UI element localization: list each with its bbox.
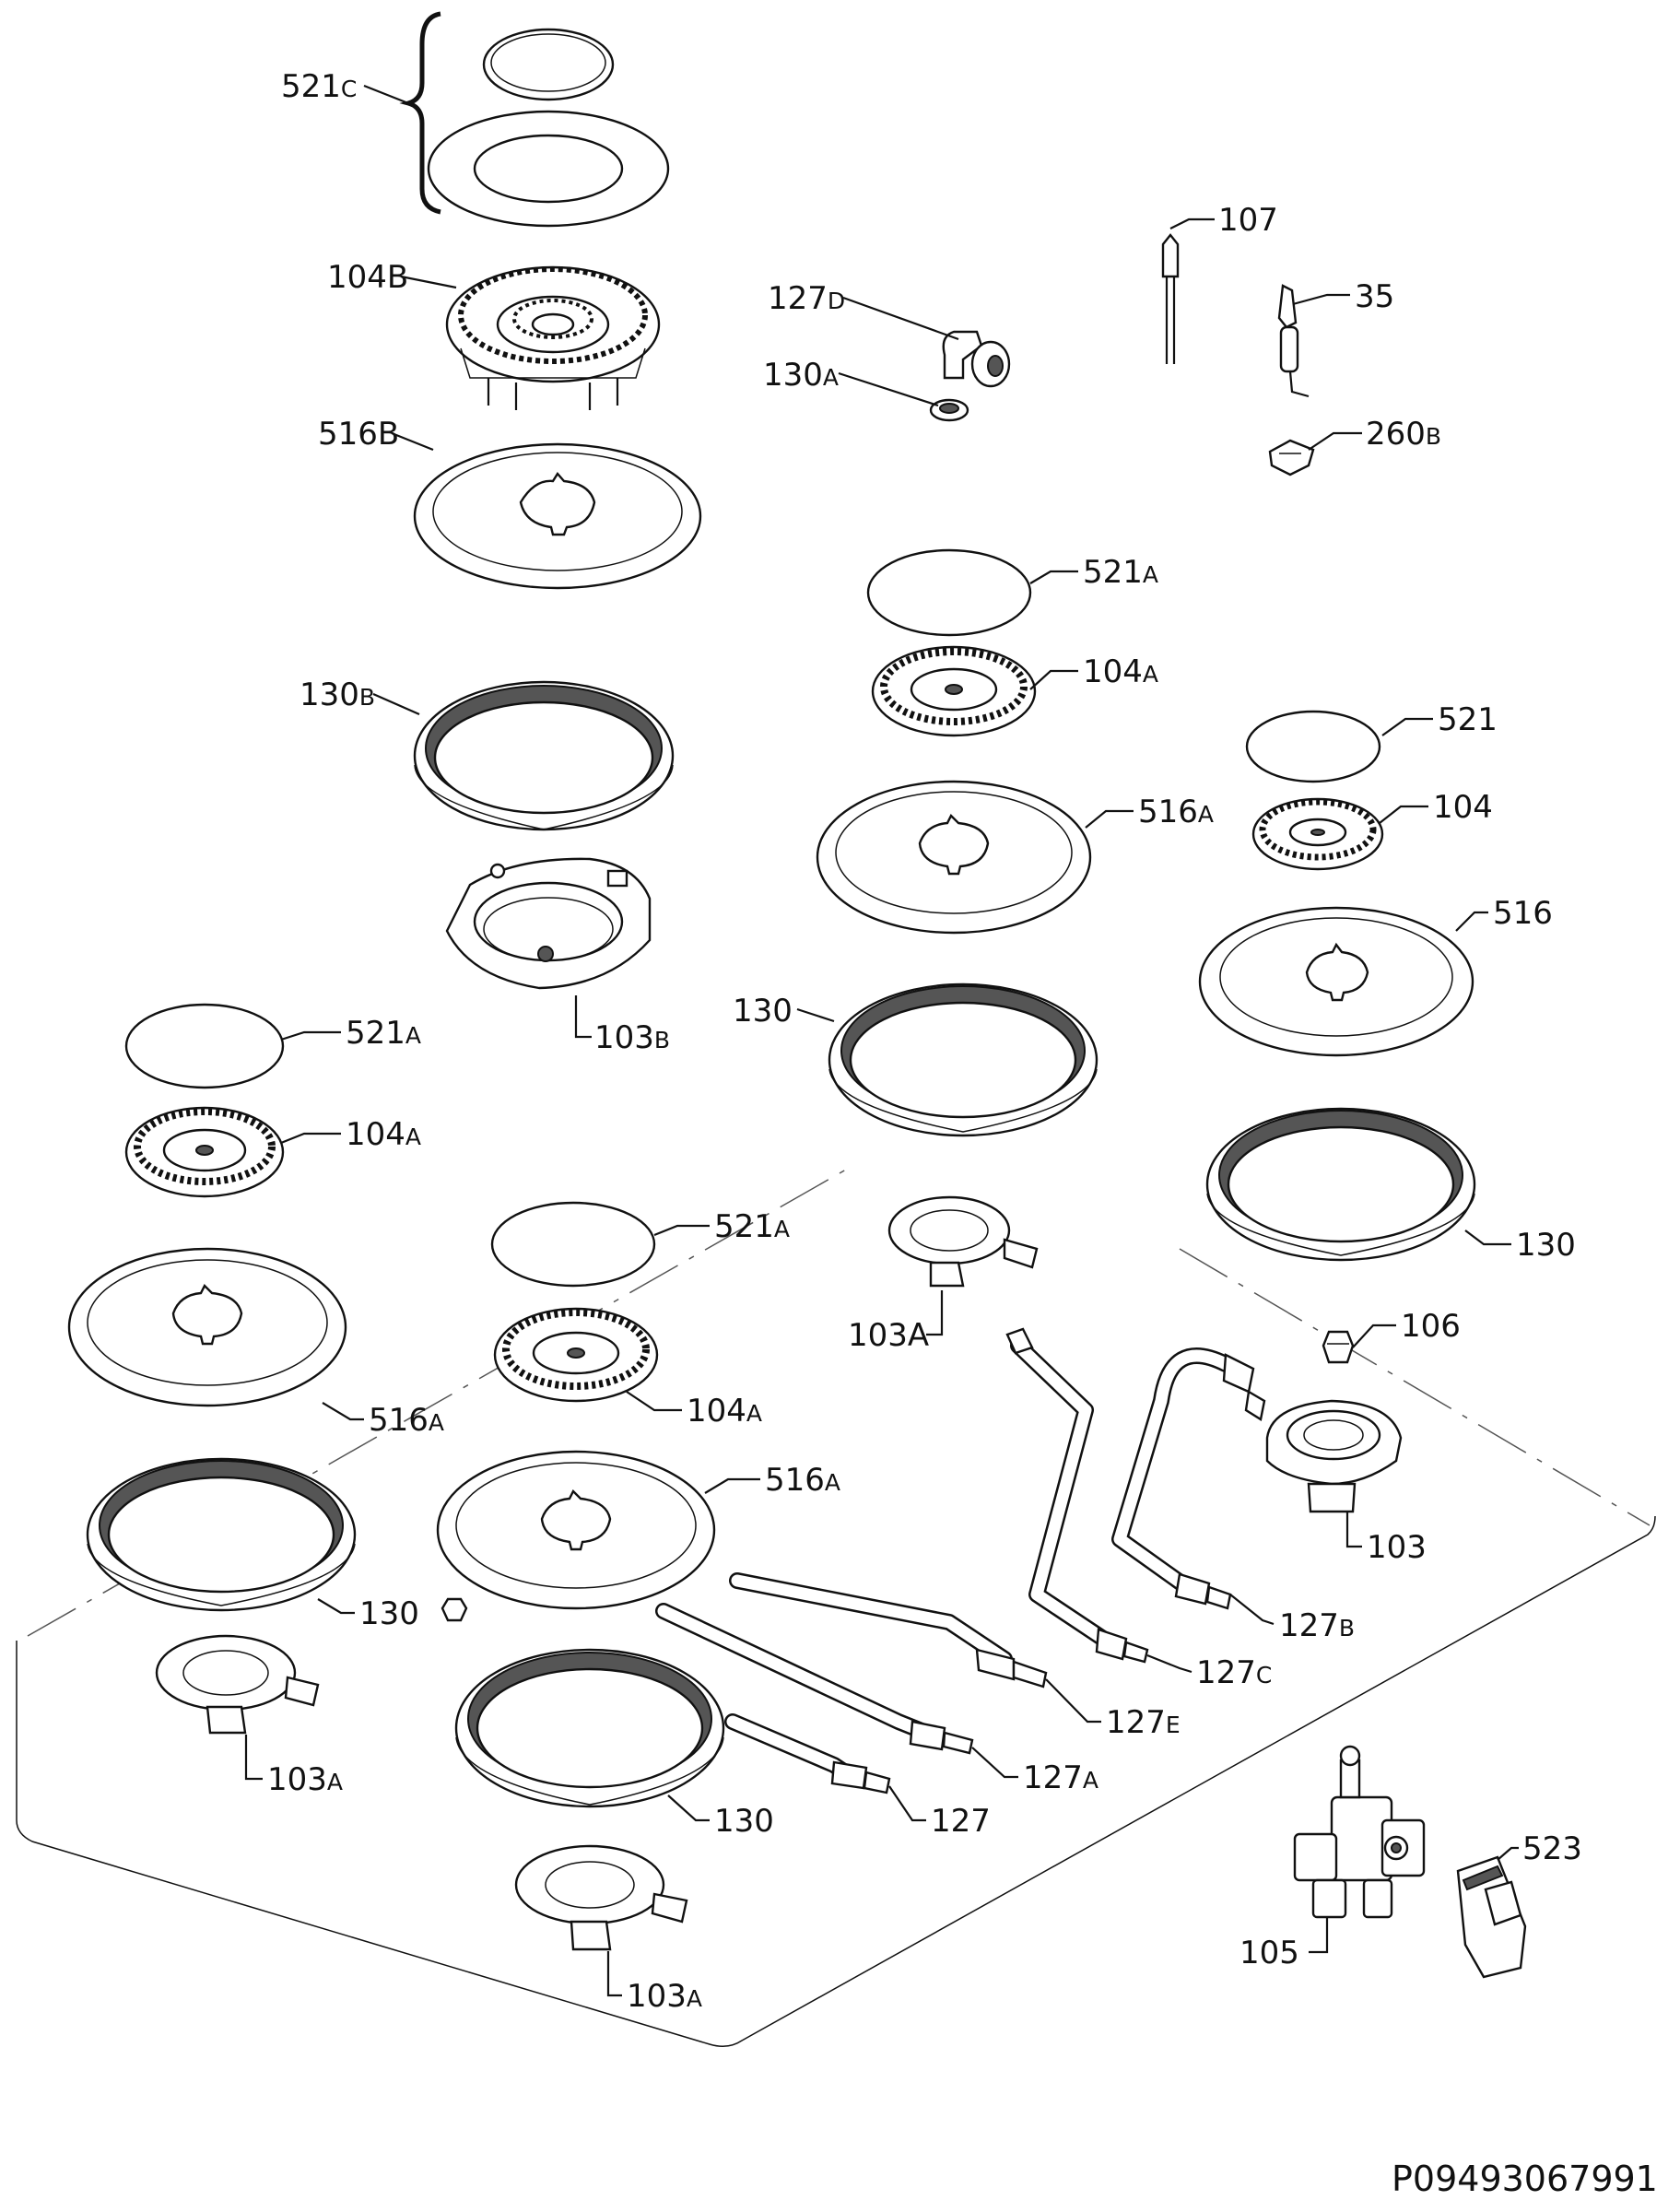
- label-104a-left: 104A: [346, 1116, 421, 1153]
- label-103b-top: 103B: [594, 1019, 670, 1056]
- burner-base-103a-mid: [887, 1195, 1039, 1288]
- gas-valve-105: [1293, 1745, 1426, 1919]
- label-521a-left: 521A: [346, 1015, 421, 1052]
- label-130-left: 130: [359, 1595, 419, 1632]
- label-106: 106: [1401, 1308, 1461, 1345]
- injector-106: [1322, 1330, 1355, 1364]
- gas-tube-127e: [729, 1572, 1048, 1688]
- clip-523: [1456, 1855, 1527, 1979]
- burner-cap-521a-mid: [866, 548, 1032, 637]
- label-35: 35: [1355, 278, 1394, 315]
- label-104b: 104B: [327, 259, 408, 296]
- label-521c: 521C: [281, 68, 357, 105]
- label-105: 105: [1239, 1935, 1299, 1971]
- seal-ring-130-mid: [828, 982, 1098, 1137]
- label-127a: 127A: [1023, 1759, 1098, 1796]
- label-104a-mid: 104A: [1083, 653, 1158, 690]
- label-104: 104: [1433, 789, 1493, 826]
- pan-support-516a-mid: [816, 780, 1092, 935]
- pan-support-516a-left: [67, 1247, 347, 1407]
- gas-tube-127: [724, 1713, 891, 1794]
- burner-cap-521a-center: [490, 1201, 656, 1288]
- seal-ring-130-left: [86, 1457, 357, 1612]
- label-127e: 127E: [1106, 1704, 1181, 1741]
- elbow-127d: [942, 330, 1011, 388]
- pan-support-516a-center: [436, 1450, 716, 1610]
- burner-base-103b: [445, 857, 652, 990]
- gas-tube-127b: [1111, 1347, 1266, 1610]
- part-labels: 521C 104B 516B 130B 103B 127D 130A 107 3…: [267, 68, 1582, 2015]
- pan-support-516-right: [1198, 906, 1474, 1057]
- burner-crown-104a-mid: [871, 645, 1037, 737]
- seal-ring-130b: [413, 680, 675, 831]
- label-130-mid: 130: [733, 993, 793, 1030]
- label-523: 523: [1522, 1830, 1582, 1867]
- burner-base-103a-center: [514, 1844, 688, 1951]
- label-130-right: 130: [1516, 1227, 1576, 1264]
- label-127d: 127D: [768, 280, 845, 317]
- label-127c: 127C: [1196, 1654, 1272, 1691]
- burner-crown-104-right: [1251, 797, 1384, 871]
- label-104a-center: 104A: [687, 1393, 762, 1430]
- gas-tube-127a: [655, 1603, 974, 1755]
- seal-ring-130-right: [1205, 1107, 1476, 1262]
- label-260b: 260B: [1366, 416, 1441, 453]
- label-516a-center: 516A: [765, 1462, 840, 1499]
- label-130-center: 130: [714, 1803, 774, 1840]
- burner-crown-104a-center: [493, 1307, 659, 1403]
- ignition-electrode-35: [1277, 284, 1310, 398]
- leader-lines: [244, 84, 1519, 1997]
- label-516: 516: [1493, 895, 1553, 932]
- pan-support-516b: [413, 442, 702, 590]
- label-127: 127: [931, 1803, 991, 1840]
- burner-cap-521a-left: [124, 1003, 285, 1089]
- label-521: 521: [1438, 701, 1498, 738]
- label-130b: 130B: [300, 677, 375, 713]
- label-103a-left: 103A: [267, 1761, 343, 1798]
- thermocouple-107: [1161, 233, 1180, 364]
- label-103a-center: 103A: [627, 1978, 702, 2015]
- label-516b: 516B: [318, 416, 399, 453]
- gas-tube-127c: [1005, 1327, 1149, 1664]
- label-107: 107: [1218, 202, 1278, 239]
- burner-crown-104a-left: [124, 1106, 285, 1198]
- clip-260b: [1268, 439, 1315, 477]
- burner-crown-104b: [445, 265, 661, 410]
- label-103: 103: [1367, 1529, 1427, 1566]
- label-521a-center: 521A: [714, 1208, 790, 1245]
- seal-130a: [929, 398, 969, 422]
- burner-cap-521-right: [1245, 710, 1381, 783]
- label-516a-left: 516A: [369, 1402, 444, 1439]
- label-103a-mid: 103A: [848, 1317, 929, 1354]
- small-nut: [441, 1597, 468, 1622]
- label-521a-mid: 521A: [1083, 554, 1158, 591]
- catalog-number: P09493067991: [1392, 2159, 1658, 2199]
- burner-cap-521c-small: [482, 28, 615, 101]
- burner-base-103-right: [1265, 1399, 1403, 1513]
- burner-base-103a-left: [155, 1634, 320, 1735]
- label-516a-mid: 516A: [1138, 794, 1214, 830]
- label-130a: 130A: [763, 357, 839, 394]
- label-127b: 127B: [1279, 1607, 1355, 1644]
- burner-cap-521c-ring: [427, 110, 670, 228]
- seal-ring-130-center: [454, 1648, 725, 1808]
